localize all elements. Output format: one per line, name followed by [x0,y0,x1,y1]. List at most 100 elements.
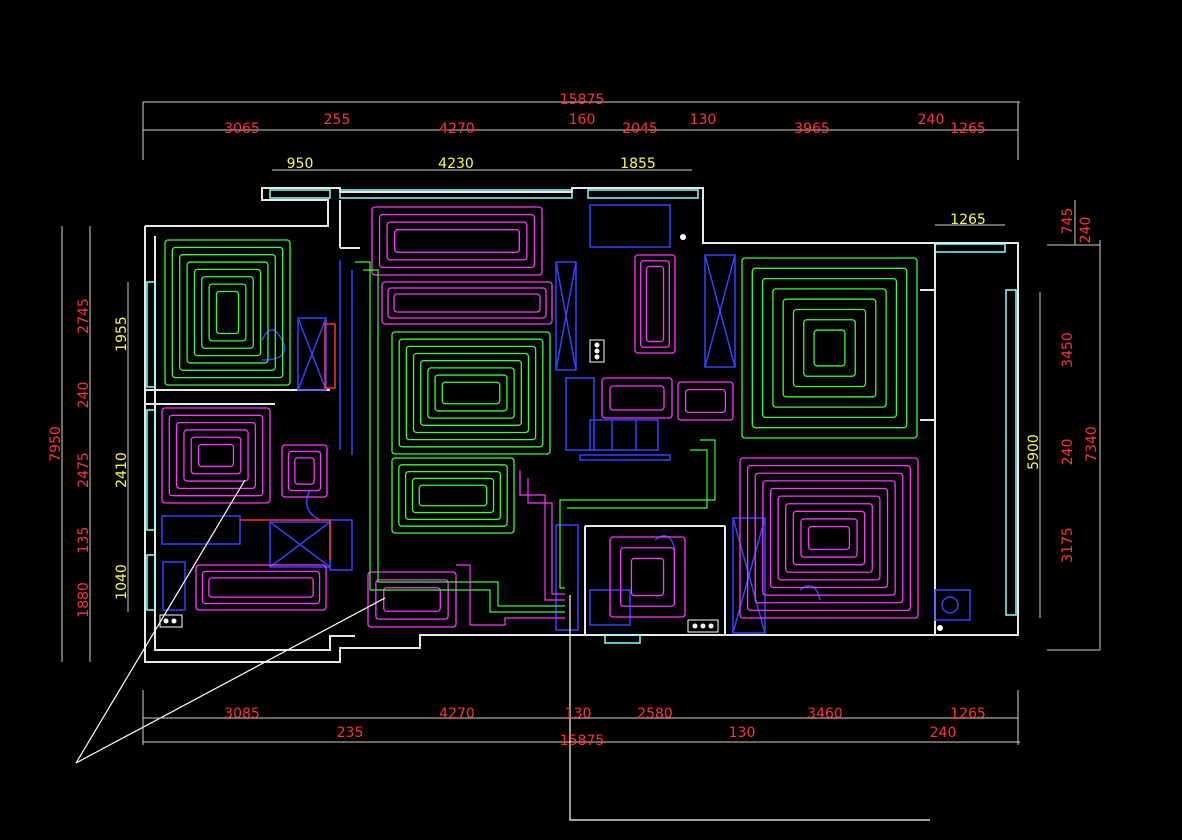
bottom-overall: 15875 [560,733,605,749]
right-segment: 745 [1060,208,1076,235]
left-overall: 7950 [48,426,64,462]
top-segment: 3065 [224,121,260,137]
heating-loop [769,487,889,589]
left-segment: 135 [76,527,92,554]
heating-loop [186,261,269,364]
heating-loop [383,587,441,612]
manifold-lines [355,261,716,626]
top-inner: 1855 [620,156,656,172]
heating-loop [168,414,264,497]
heating-loop [640,260,670,348]
top-segment: 4270 [439,121,475,137]
heating-loop [391,331,551,455]
heating-loop [398,338,544,448]
heating-loop [208,283,247,342]
right-overall: 7340 [1084,426,1100,462]
bottom-segment: 4270 [439,706,475,722]
heating-loop [294,457,315,485]
heating-loop [792,510,866,566]
heating-loop [741,257,918,439]
heating-loop [179,254,276,371]
right-segment: 3175 [1060,527,1076,563]
heating-loop [391,457,515,534]
left-inner: 1040 [114,564,130,600]
heating-loop [441,381,501,405]
red-marks [240,323,336,560]
top-overall: 15875 [560,92,605,108]
heating-loop [183,429,249,482]
heating-loop [215,290,240,335]
bottom-segment: 3085 [224,706,260,722]
heating-loop [739,457,919,619]
heating-loop [386,221,528,261]
heating-loop [684,388,727,414]
stove-marks [159,234,943,633]
heating-loop [164,239,291,386]
heating-loop [427,367,515,419]
heating-loop [782,298,877,398]
top-segment: 255 [324,112,351,128]
heating-loop [367,571,457,628]
heating-loop [609,385,665,411]
heating-loop [800,518,858,558]
bottom-segment: 2580 [637,706,673,722]
right-segment: 240 [1078,217,1094,244]
heating-loop [208,577,314,598]
left-inner: 2410 [114,452,130,488]
heating-loop [761,277,898,419]
heating-loop [411,477,495,514]
heating-loop [418,484,488,507]
heating-loop [751,267,908,429]
bottom-segment: 130 [565,706,592,722]
heating-loop [175,421,257,490]
top-right-small: 1265 [950,212,986,228]
heating-loop [807,525,851,551]
bottom-segment-lower: 240 [930,725,957,741]
top-segment: 240 [918,112,945,128]
heating-loop [405,345,537,441]
heating-loop [630,557,665,597]
heating-loop [190,436,242,475]
heating-loop [677,381,734,421]
heating-loop [785,503,873,573]
heating-loop [393,293,541,313]
left-segment: 240 [76,382,92,409]
heating-loop [381,281,553,325]
heating-loop [645,265,665,343]
heating-loop [434,374,508,412]
heating-loop [404,470,502,521]
top-segment: 160 [569,112,596,128]
heating-loop [387,287,547,319]
top-inner: 4230 [438,156,474,172]
bottom-segment: 1265 [950,706,986,722]
heating-loop [772,288,887,408]
heating-loop [634,254,676,354]
heating-loop [171,246,284,379]
heating-loop [287,450,322,492]
dimension-text: 15875 3065 255 4270 160 2045 130 3965 24… [48,92,1100,749]
heating-loop [195,564,327,611]
heating-loop [201,570,321,605]
building-walls [144,187,1019,663]
heating-loop [201,276,254,349]
heating-loop [371,206,543,276]
right-segment: 3450 [1060,332,1076,368]
right-inner: 5900 [1026,434,1042,470]
heating-loop [412,352,530,434]
heating-loop [754,472,904,604]
left-segment: 1880 [76,582,92,618]
dimension-lines [61,101,1101,745]
heating-loop [620,547,675,607]
heating-loop [777,495,881,581]
right-segment: 240 [1060,439,1076,466]
heating-loop [193,268,262,357]
heating-loop [375,579,449,620]
top-inner: 950 [287,156,314,172]
heating-loop [609,536,686,618]
bottom-segment-lower: 235 [337,725,364,741]
windows [146,189,1017,644]
heating-loop [746,464,912,612]
heating-loop [161,407,271,504]
top-segment: 1265 [950,121,986,137]
